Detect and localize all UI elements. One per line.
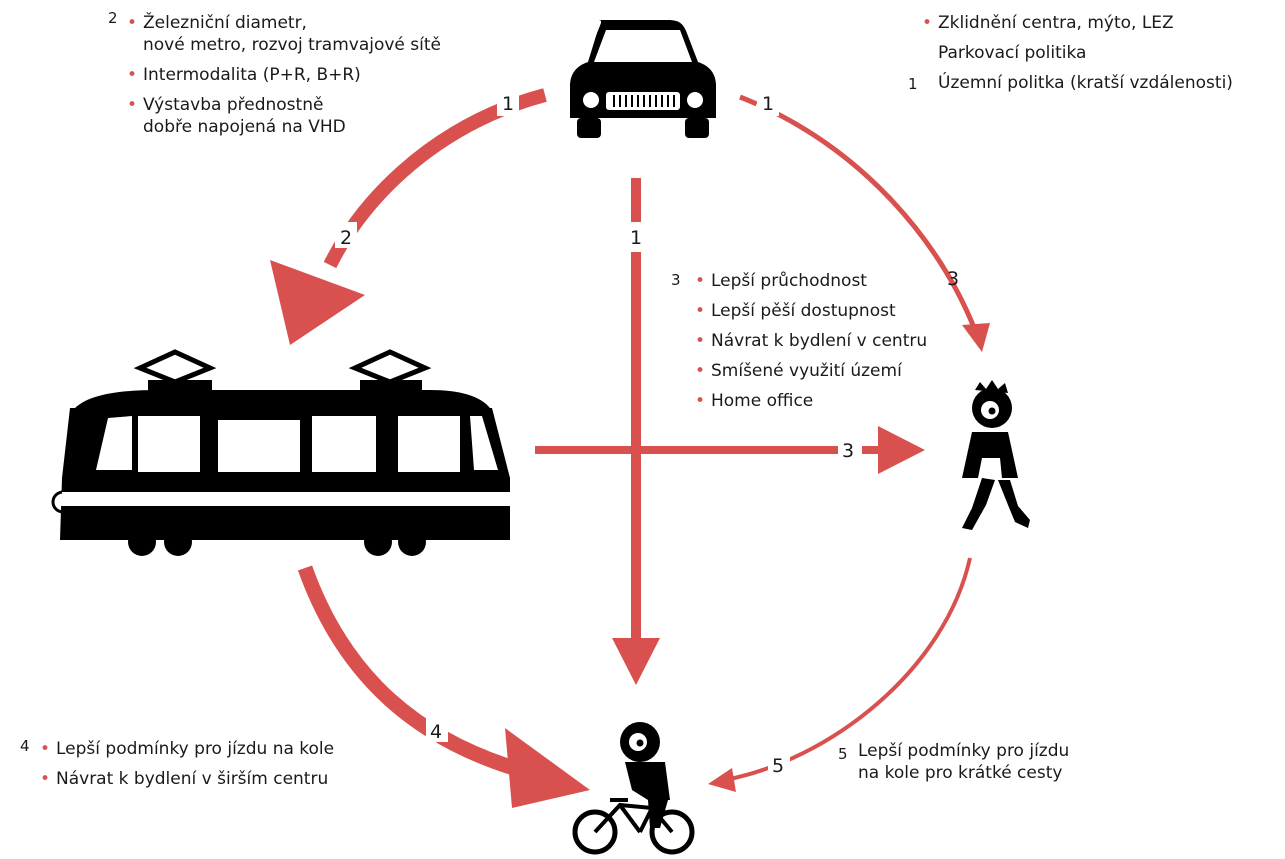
pedestrian-icon — [962, 380, 1030, 530]
label-tram-arrow: 2 — [340, 227, 352, 249]
note-item: •Železniční diametr, — [127, 13, 307, 33]
note-item: •Smíšené využití území — [695, 361, 902, 381]
cyclist-icon — [572, 722, 695, 855]
note-item: •Návrat k bydlení v širším centru — [40, 769, 329, 789]
note-item: •Lepší pěší dostupnost — [695, 301, 896, 321]
arrow-tram-to-pedestrian — [535, 426, 925, 474]
note-item: Parkovací politika — [938, 43, 1087, 63]
arrow-pedestrian-to-cyclist — [708, 557, 972, 792]
label-car-to-cyclist: 1 — [630, 227, 642, 249]
note-bottom-left: •Lepší podmínky pro jízdu na kole •Návra… — [38, 738, 334, 798]
tram-icon — [51, 349, 510, 556]
note-number-bottom-right: 5 — [838, 745, 848, 763]
note-bottom-right: Lepší podmínky pro jízdu na kole pro krá… — [858, 740, 1069, 784]
label-car-to-tram: 1 — [502, 93, 514, 115]
label-tram-to-pedestrian: 3 — [842, 440, 854, 462]
label-pedestrian-arrow: 3 — [947, 268, 959, 290]
label-tram-to-cyclist: 4 — [430, 721, 442, 743]
note-top-left: •Železniční diametr, nové metro, rozvoj … — [125, 12, 441, 146]
note-item: Územní politka (kratší vzdálenosti) — [938, 73, 1233, 93]
note-item: •Návrat k bydlení v centru — [695, 331, 928, 351]
note-line: Lepší podmínky pro jízdu — [858, 741, 1070, 761]
note-item: •Lepší průchodnost — [695, 271, 867, 291]
note-line: na kole pro krátké cesty — [858, 763, 1063, 783]
arrow-tram-to-cyclist — [297, 565, 590, 808]
car-icon — [570, 20, 716, 138]
note-number-bottom-left: 4 — [20, 737, 30, 755]
note-item: dobře napojená na VHD — [143, 117, 346, 137]
note-item: •Zklidnění centra, mýto, LEZ — [922, 13, 1174, 33]
note-number-top-right: 1 — [908, 75, 918, 93]
note-number-middle: 3 — [671, 271, 681, 289]
note-number-top-left: 2 — [108, 9, 118, 27]
label-car-to-pedestrian: 1 — [762, 93, 774, 115]
note-item: •Intermodalita (P+R, B+R) — [127, 65, 361, 85]
arrow-car-to-cyclist — [612, 178, 660, 685]
note-top-right: •Zklidnění centra, mýto, LEZ Parkovací p… — [920, 12, 1233, 102]
note-item: nové metro, rozvoj tramvajové sítě — [143, 35, 441, 55]
note-item: •Home office — [695, 391, 814, 411]
arrow-car-to-pedestrian — [739, 94, 990, 352]
note-item: •Lepší podmínky pro jízdu na kole — [40, 739, 335, 759]
arrow-number-labels: 1 2 1 1 3 3 4 5 — [335, 90, 959, 778]
note-middle: •Lepší průchodnost •Lepší pěší dostupnos… — [693, 270, 927, 420]
note-item: •Výstavba přednostně — [127, 95, 324, 115]
label-pedestrian-to-cyclist: 5 — [772, 755, 784, 777]
